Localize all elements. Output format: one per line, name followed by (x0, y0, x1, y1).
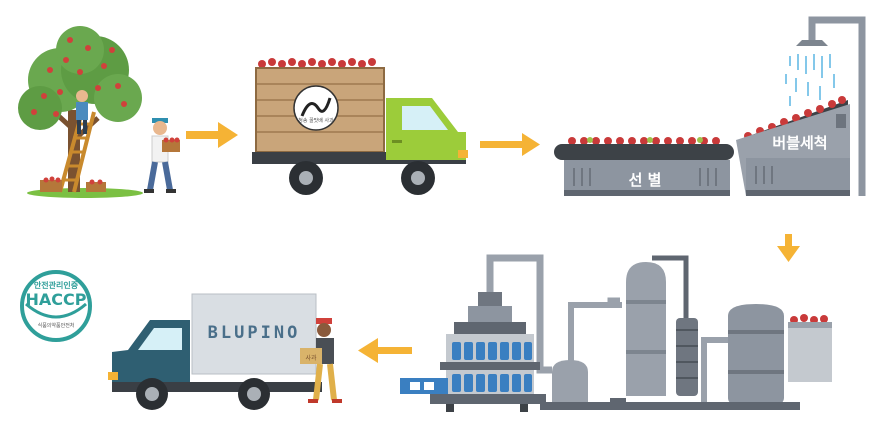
haccp-top-text: 안전관리인증 (34, 280, 79, 290)
arrow-right-icon (186, 122, 238, 148)
farmer-icon (144, 118, 180, 193)
haccp-badge-icon: 안전관리인증 HACCP 식품의약품안전처 (20, 270, 92, 342)
truck-logo-text: 청송 꿀맛배 사과 (298, 117, 334, 124)
arrow-right-icon (480, 133, 540, 156)
apple-tree-icon (18, 26, 143, 198)
delivery-truck-brand: BLUPINO (208, 323, 301, 343)
harvest-truck: 청송 꿀맛배 사과 (252, 58, 468, 195)
arrow-left-icon (358, 338, 412, 363)
haccp-bottom-text: 식품의약품안전처 (38, 322, 75, 329)
bottling-machine-icon (400, 292, 546, 412)
arrow-down-icon (777, 234, 800, 262)
haccp-main-text: HACCP (26, 290, 87, 309)
shower-icon (785, 40, 835, 106)
box-label: 사과 (305, 354, 317, 362)
processing-plant (486, 254, 832, 410)
bubble-wash-label: 버블세척 (772, 134, 827, 152)
delivery-person: 사과 (300, 318, 342, 403)
bubble-washer: 버블세척 (736, 16, 866, 196)
conveyor-icon: 선 별 (554, 137, 734, 196)
delivery-truck-icon: BLUPINO (108, 293, 322, 410)
sorting-label: 선 별 (629, 171, 662, 189)
